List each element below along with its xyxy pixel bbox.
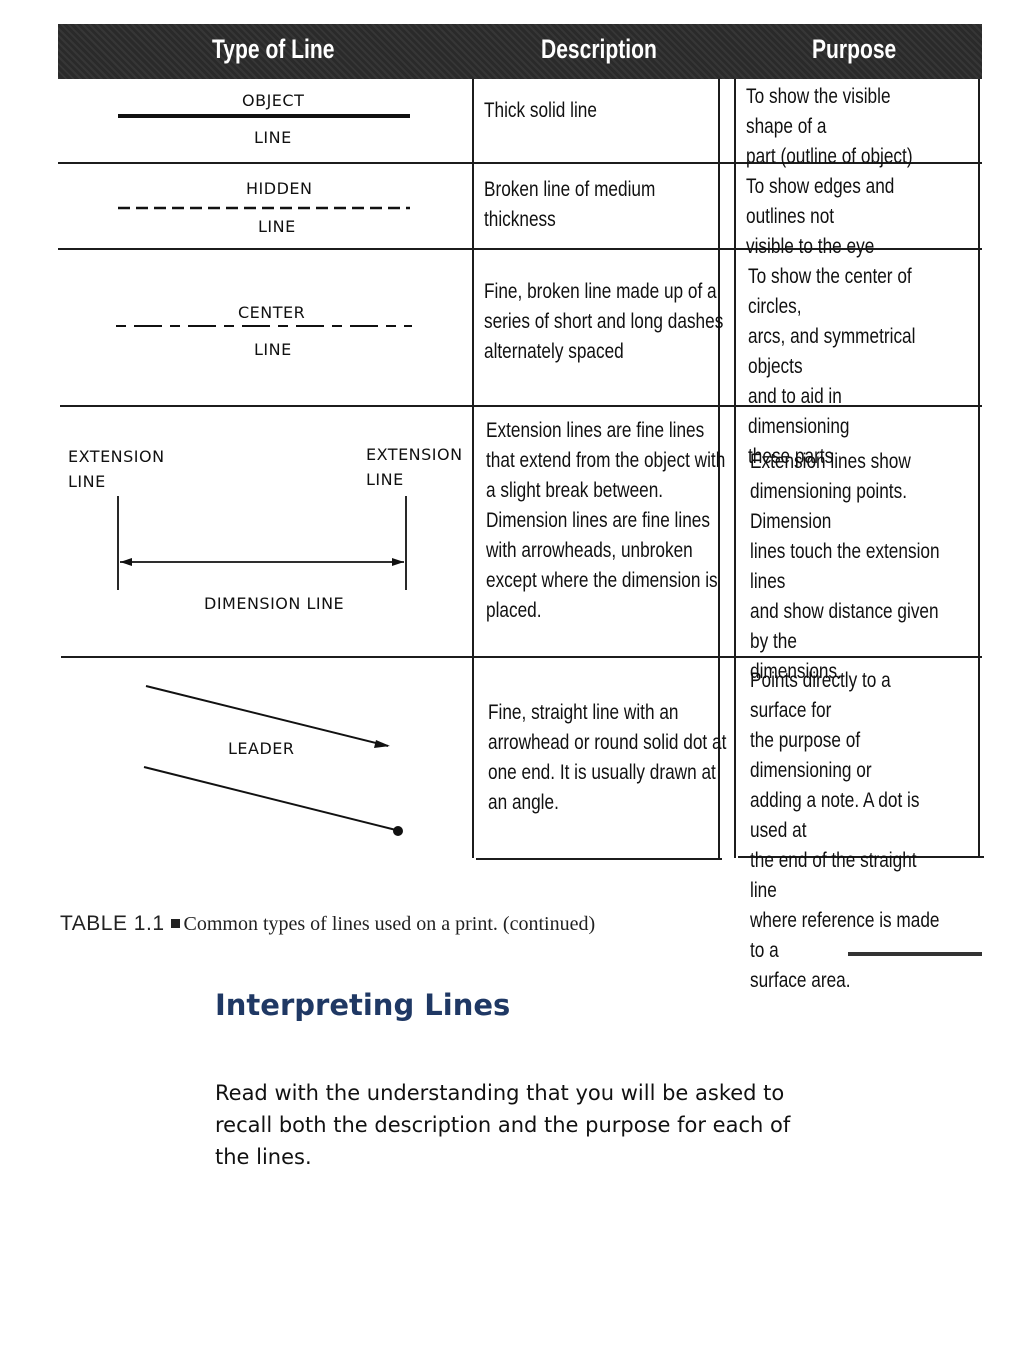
- hidden-line-description: Broken line of medium thickness: [484, 178, 656, 231]
- column-divider: [734, 79, 736, 858]
- hidden-line-label-top: HIDDEN: [246, 179, 313, 198]
- leader-line-label: LEADER: [228, 739, 295, 758]
- hidden-line-label-bottom: LINE: [258, 217, 296, 236]
- header-description: Description: [541, 34, 657, 64]
- row-divider: [61, 656, 982, 658]
- row-divider: [58, 162, 982, 164]
- table-caption-text: Common types of lines used on a print. (…: [183, 913, 596, 935]
- column-divider: [978, 79, 980, 858]
- center-line-label-top: CENTER: [238, 303, 306, 322]
- caption-square-icon: [170, 919, 180, 928]
- object-line-label-top: OBJECT: [242, 91, 305, 110]
- dimension-line-label: DIMENSION LINE: [204, 594, 345, 613]
- extension-dimension-description: Extension lines are fine lines that exte…: [486, 419, 726, 622]
- table-caption-label: TABLE 1.1: [60, 912, 165, 935]
- hidden-line-purpose: To show edges and outlines not visible t…: [746, 175, 895, 258]
- leader-line-dot: [143, 766, 397, 831]
- section-title: Interpreting Lines: [215, 988, 511, 1022]
- dimension-arrow-left: [120, 558, 132, 566]
- leader-line-description: Fine, straight line with an arrowhead or…: [488, 701, 727, 814]
- object-line-label-bottom: LINE: [254, 128, 292, 147]
- table-header: Type of Line Description Purpose: [58, 24, 982, 79]
- row-divider: [58, 248, 982, 250]
- extension-line-label-left: EXTENSION LINE: [68, 447, 165, 491]
- extension-dimension-purpose: Extension lines show dimensioning points…: [750, 450, 940, 683]
- line-samples: [116, 114, 412, 836]
- center-line-label-bottom: LINE: [254, 340, 292, 359]
- leader-line-purpose: Points directly to a surface for the pur…: [750, 669, 940, 992]
- column-divider: [718, 79, 720, 858]
- section-body: Read with the understanding that you wil…: [215, 1081, 791, 1169]
- extension-line-label-right: EXTENSION LINE: [366, 445, 463, 489]
- object-line-purpose: To show the visible shape of a part (out…: [746, 85, 913, 168]
- leader-arrowhead: [374, 740, 390, 748]
- header-purpose: Purpose: [812, 34, 897, 64]
- leader-line-arrow: [145, 685, 389, 747]
- column-divider: [472, 79, 474, 858]
- center-line-purpose: To show the center of circles, arcs, and…: [748, 265, 916, 468]
- page-rule: [848, 952, 982, 956]
- object-line-description: Thick solid line: [484, 99, 597, 122]
- center-line-description: Fine, broken line made up of a series of…: [484, 280, 724, 363]
- cell-border-bottom: [738, 856, 984, 858]
- row-divider: [60, 405, 982, 407]
- cell-border-bottom: [476, 858, 722, 860]
- header-type-of-line: Type of Line: [212, 34, 335, 64]
- line-types-table: Type of Line Description Purpose OBJECT …: [58, 24, 984, 992]
- table-caption: TABLE 1.1 Common types of lines used on a…: [60, 912, 595, 936]
- leader-dot: [393, 826, 403, 836]
- dimension-arrow-right: [392, 558, 404, 566]
